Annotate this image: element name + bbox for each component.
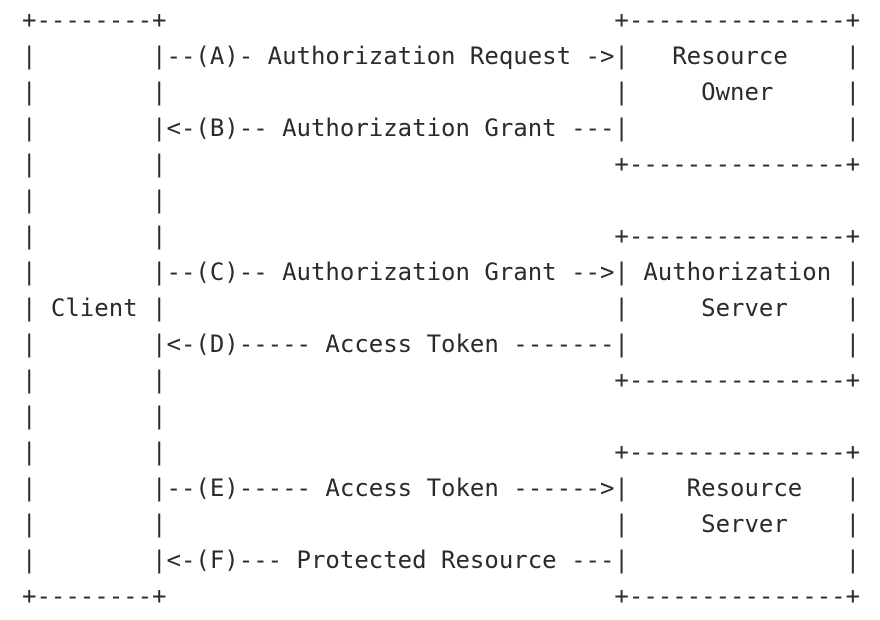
ascii-line-top-borders: +--------+ +---------------+ <box>22 6 861 34</box>
ascii-line-resource-server-label: | | | Server | <box>22 510 861 538</box>
ascii-line-flow-e-access-token: | |--(E)----- Access Token ------>| Reso… <box>22 474 861 502</box>
ascii-line-flow-b-authorization-grant: | |<-(B)-- Authorization Grant ---| | <box>22 114 861 142</box>
ascii-line-resource-owner-bottom-border: | | +---------------+ <box>22 150 861 178</box>
ascii-line-flow-d-access-token: | |<-(D)----- Access Token -------| | <box>22 330 861 358</box>
ascii-line-flow-f-protected-resource: | |<-(F)--- Protected Resource ---| | <box>22 546 861 574</box>
ascii-line-bottom-borders: +--------+ +---------------+ <box>22 582 861 610</box>
ascii-line-resource-server-top-border: | | +---------------+ <box>22 438 861 466</box>
ascii-line-client-label: | Client | | Server | <box>22 294 861 322</box>
ascii-line-authorization-server-top-border: | | +---------------+ <box>22 222 861 250</box>
ascii-line-flow-a-authorization-request: | |--(A)- Authorization Request ->| Reso… <box>22 42 861 70</box>
ascii-line-flow-c-authorization-grant: | |--(C)-- Authorization Grant -->| Auth… <box>22 258 861 286</box>
ascii-line-authorization-server-bottom-border: | | +---------------+ <box>22 366 861 394</box>
ascii-line-resource-owner-label: | | | Owner | <box>22 78 861 106</box>
ascii-line-client-spacer: | | <box>22 186 167 214</box>
ascii-line-client-spacer: | | <box>22 402 167 430</box>
